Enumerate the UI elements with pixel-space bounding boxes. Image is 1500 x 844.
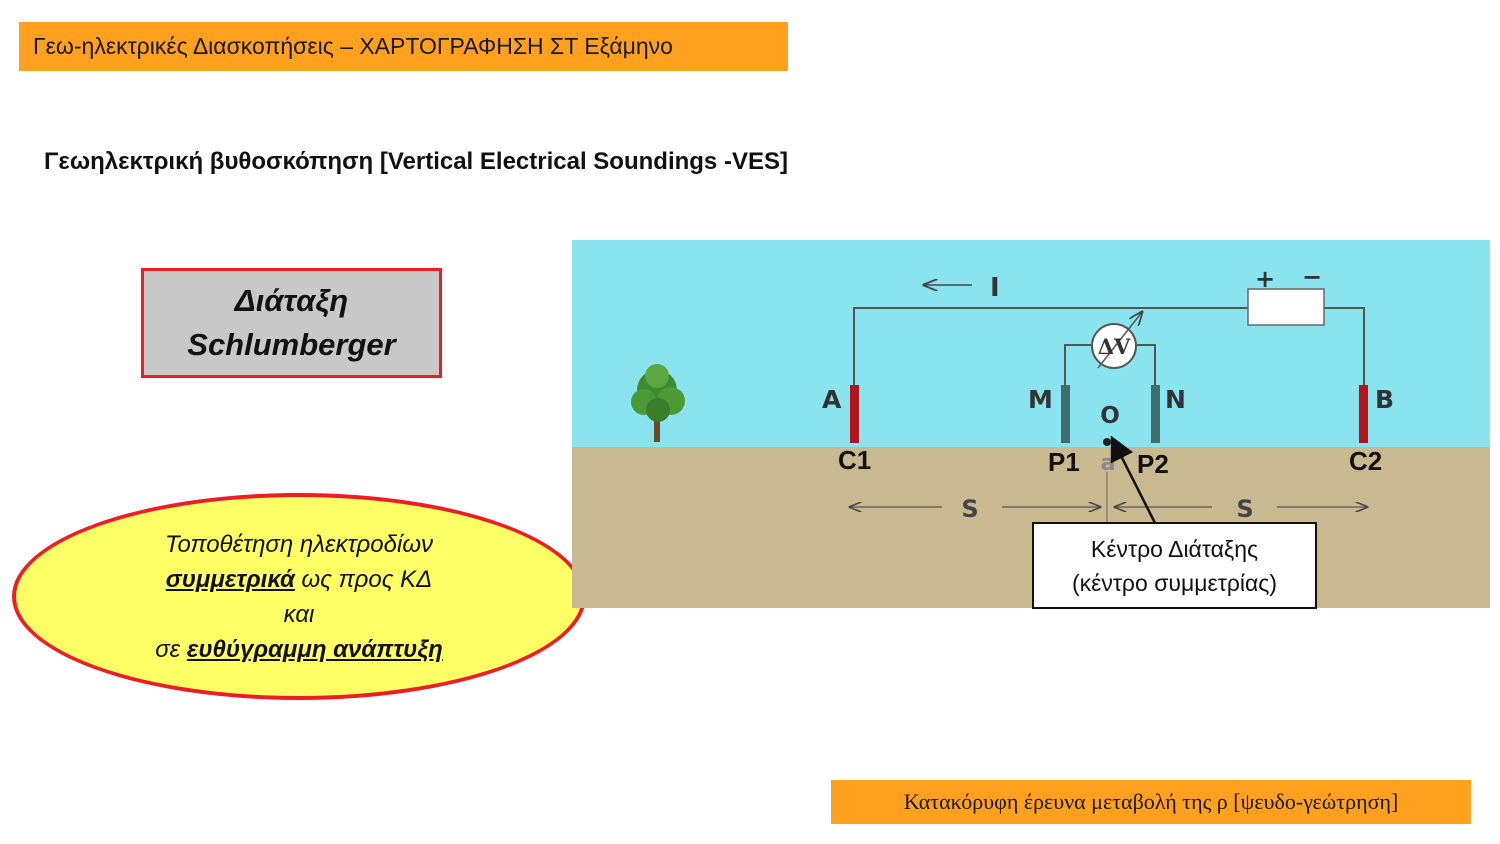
power-minus-sign: − <box>1302 263 1322 291</box>
schlumberger-diagram: + − I ΔV A M N B O a S S C1 P1 <box>572 240 1490 608</box>
power-source-box <box>1247 288 1325 326</box>
array-type-box: Διάταξη Schlumberger <box>141 268 442 378</box>
electrode-A <box>850 385 859 443</box>
voltmeter-icon: ΔV <box>1091 312 1142 369</box>
center-O-label: O <box>1100 403 1120 429</box>
schlumberger-diagram-svg: + − I ΔV A M N B O a S S C1 P1 <box>572 240 1490 608</box>
placement-note-ellipse: Τοποθέτηση ηλεκτροδίων συμμετρικά ως προ… <box>12 493 586 700</box>
ground <box>572 447 1490 608</box>
placement-note-line3: και <box>283 600 315 628</box>
spacing-s-right-label: S <box>1236 495 1253 523</box>
placement-note-linear: ευθύγραμμη ανάπτυξη <box>186 635 443 663</box>
footer-note: Κατακόρυφη έρευνα μεταβολή της ρ [ψευδο-… <box>903 789 1399 814</box>
current-circuit-wire <box>853 307 1365 385</box>
label-P2: P2 <box>1137 449 1169 479</box>
array-center-label-box: Κέντρο Διάταξης (κέντρο συμμετρίας) <box>1032 522 1317 609</box>
potential-circuit-wire <box>1064 344 1156 385</box>
electrode-N <box>1151 385 1160 443</box>
placement-note-line2-rest: ως προς ΚΔ <box>294 565 433 593</box>
placement-note-line4-prefix: σε <box>155 635 187 663</box>
electrode-B <box>1359 385 1368 443</box>
label-C2: C2 <box>1349 446 1382 476</box>
array-type-line1: Διάταξη <box>234 283 349 318</box>
sky <box>572 240 1490 447</box>
array-center-label-line2: (κέντρο συμμετρίας) <box>1071 569 1278 596</box>
slide-subtitle: Γεωηλεκτρική βυθοσκόπηση [Vertical Elect… <box>44 148 788 175</box>
placement-note-line1: Τοποθέτηση ηλεκτροδίων <box>164 530 434 558</box>
tree-icon <box>631 364 685 442</box>
center-pointer-arrow <box>1110 435 1157 524</box>
header-title: Γεω-ηλεκτρικές Διασκοπήσεις – ΧΑΡΤΟΓΡΑΦΗ… <box>33 33 673 59</box>
label-C1: C1 <box>838 445 871 475</box>
array-type-line2: Schlumberger <box>187 327 396 362</box>
header-title-box: Γεω-ηλεκτρικές Διασκοπήσεις – ΧΑΡΤΟΓΡΑΦΗ… <box>19 22 788 71</box>
electrode-A-label: A <box>822 385 842 414</box>
spacing-a-label: a <box>1101 451 1116 476</box>
electrode-N-label: N <box>1165 385 1186 414</box>
placement-note-symmetric: συμμετρικά <box>165 565 295 593</box>
label-P1: P1 <box>1048 447 1080 477</box>
array-center-label-line1: Κέντρο Διάταξης <box>1090 535 1259 562</box>
power-plus-sign: + <box>1255 265 1275 293</box>
placement-note-line4: σε ευθύγραμμη ανάπτυξη <box>155 632 443 667</box>
electrode-M-label: M <box>1028 385 1053 414</box>
placement-note-line2: συμμετρικά ως προς ΚΔ <box>166 562 432 597</box>
current-label: I <box>990 273 1000 303</box>
electrode-B-label: B <box>1375 385 1394 414</box>
electrode-M <box>1061 385 1070 443</box>
footer-note-box: Κατακόρυφη έρευνα μεταβολή της ρ [ψευδο-… <box>831 780 1471 824</box>
center-point <box>1103 438 1111 446</box>
voltmeter-label: ΔV <box>1098 334 1131 359</box>
spacing-s-left-label: S <box>961 495 978 523</box>
